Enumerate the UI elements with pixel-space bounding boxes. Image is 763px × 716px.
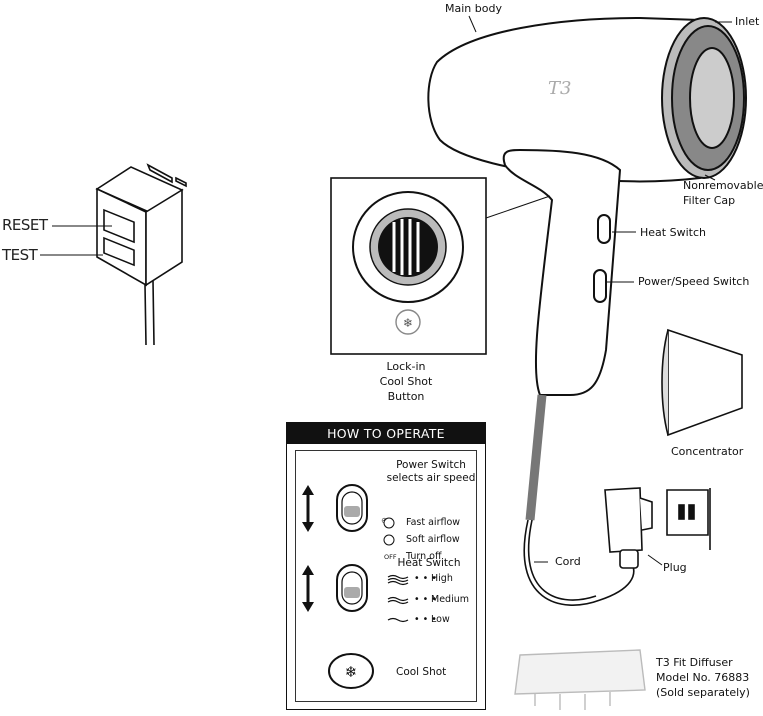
heat-switch-graphic (302, 564, 409, 623)
concentrator-label: Concentrator (671, 445, 744, 458)
leader-lines (468, 15, 732, 566)
svg-text:❄: ❄ (403, 316, 413, 330)
power-option-off: Turn off (406, 551, 442, 562)
heat-dots-2: • • • (414, 594, 437, 605)
cord-label: Cord (555, 555, 581, 568)
heat-switch-title: Heat Switch (397, 557, 461, 569)
lockin-zoom: ❄ (330, 177, 487, 355)
power-option-soft: Soft airflow (406, 534, 460, 545)
plug-label: Plug (663, 561, 687, 574)
diffuser-label-2: Model No. 76883 (656, 671, 750, 684)
concentrator (661, 328, 743, 437)
switch-illustrations: ⊕ ❄ (302, 484, 409, 689)
power-speed-switch-label: Power/Speed Switch (638, 275, 750, 288)
diffuser (514, 649, 646, 710)
power-switch-title-2: selects air speed (386, 472, 476, 484)
dryer-body (427, 16, 747, 396)
power-switch-title-1: Power Switch (396, 459, 466, 471)
lockin-label-1: Lock-in (386, 360, 426, 373)
diffuser-label-1: T3 Fit Diffuser (656, 656, 733, 669)
heat-dots-3: • • • (414, 614, 437, 625)
filter-cap-label-1: Nonremovable (683, 179, 763, 192)
svg-text:❄: ❄ (345, 663, 358, 681)
reset-label: RESET (2, 216, 48, 234)
how-to-operate-body: ⊕ ❄ (295, 450, 477, 702)
test-label: TEST (2, 246, 38, 264)
filter-cap-label-2: Filter Cap (683, 194, 736, 207)
lockin-label-3: Button (387, 390, 425, 403)
power-switch-graphic: ⊕ (302, 484, 388, 532)
diffuser-label-3: (Sold separately) (656, 686, 750, 699)
how-to-operate-title: HOW TO OPERATE (287, 423, 485, 444)
t3-logo: T3 (548, 78, 571, 99)
cool-shot-label: Cool Shot (396, 666, 447, 678)
off-tag: OFF (384, 553, 397, 561)
cool-shot-graphic: ❄ (328, 653, 374, 689)
heat-option-medium: Medium (431, 594, 469, 605)
how-to-operate-panel: HOW TO OPERATE ⊕ (286, 422, 486, 710)
heat-switch-label: Heat Switch (640, 226, 706, 239)
adapter-leader-lines (40, 225, 112, 256)
lockin-label-2: Cool Shot (379, 375, 433, 388)
heat-dots-1: • • • (414, 573, 437, 584)
power-option-fast: Fast airflow (406, 517, 461, 528)
heat-option-low: Low (431, 614, 450, 625)
heat-option-high: High (431, 573, 453, 584)
inlet-label: Inlet (735, 15, 760, 28)
power-cord (523, 394, 635, 606)
main-body-label: Main body (445, 2, 502, 15)
wall-adapter (95, 163, 187, 346)
plug-outlet (604, 487, 711, 569)
